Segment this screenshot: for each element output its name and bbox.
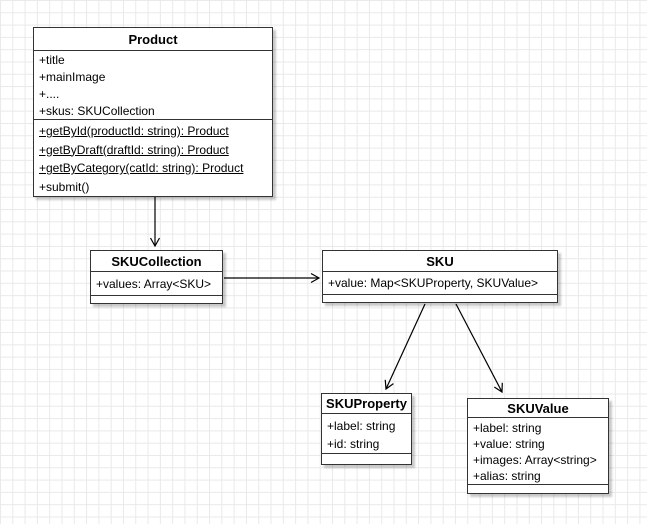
method: +submit() — [39, 179, 90, 194]
class-attributes-product: +title +mainImage +.... +skus: SKUCollec… — [34, 51, 272, 119]
class-title-product: Product — [34, 28, 272, 51]
class-title-skuproperty: SKUProperty — [322, 394, 411, 414]
method-static: +getByCategory(catId: string): Product — [39, 161, 244, 175]
connector-sku-skuvalue[interactable] — [455, 303, 503, 394]
class-methods-empty — [323, 294, 557, 302]
attribute: +label: string — [473, 421, 542, 435]
attribute: +label: string — [327, 419, 396, 433]
class-methods-empty — [322, 453, 411, 464]
class-box-sku[interactable]: SKU +value: Map<SKUProperty, SKUValue> — [322, 250, 558, 303]
attribute: +alias: string — [473, 469, 541, 483]
class-methods-empty — [468, 484, 608, 493]
class-attributes-skuvalue: +label: string +value: string +images: A… — [468, 418, 608, 484]
attribute: +values: Array<SKU> — [96, 277, 212, 291]
method-static: +getById(productId: string): Product — [39, 124, 229, 138]
class-box-skuvalue[interactable]: SKUValue +label: string +value: string +… — [467, 398, 609, 494]
class-attributes-skucollection: +values: Array<SKU> — [91, 272, 222, 295]
class-methods-product: +getById(productId: string): Product +ge… — [34, 119, 272, 196]
class-box-skucollection[interactable]: SKUCollection +values: Array<SKU> — [90, 250, 223, 304]
method-static: +getByDraft(draftId: string): Product — [39, 142, 229, 157]
class-attributes-sku: +value: Map<SKUProperty, SKUValue> — [323, 272, 557, 294]
attribute: +id: string — [327, 437, 380, 451]
class-title-sku: SKU — [323, 251, 557, 272]
connector-sku-skuproperty[interactable] — [384, 303, 426, 391]
attribute: +skus: SKUCollection — [39, 104, 155, 118]
class-methods-empty — [91, 295, 222, 303]
attribute: +.... — [39, 87, 60, 101]
attribute: +mainImage — [39, 70, 106, 84]
class-title-skuvalue: SKUValue — [468, 399, 608, 418]
class-box-skuproperty[interactable]: SKUProperty +label: string +id: string — [321, 393, 412, 465]
attribute: +value: string — [473, 437, 545, 451]
attribute: +title — [39, 53, 65, 67]
class-attributes-skuproperty: +label: string +id: string — [322, 414, 411, 453]
class-title-skucollection: SKUCollection — [91, 251, 222, 272]
attribute: +images: Array<string> — [473, 453, 597, 467]
attribute: +value: Map<SKUProperty, SKUValue> — [328, 276, 538, 290]
class-box-product[interactable]: Product +title +mainImage +.... +skus: S… — [33, 27, 273, 197]
